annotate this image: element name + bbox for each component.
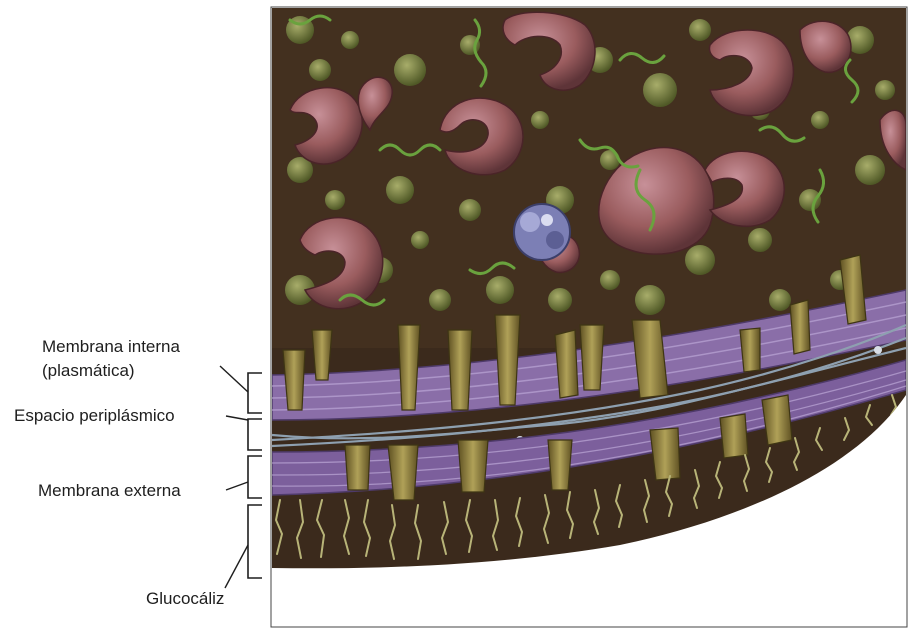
label-leader-lines	[220, 366, 248, 588]
cytoplasmic-ribosome	[514, 204, 570, 260]
outer-membrane-bracket	[248, 456, 262, 498]
periplasmic-space-label: Espacio periplásmico	[14, 405, 175, 426]
periplasmic-space-leader	[226, 416, 248, 420]
glycocalyx-leader	[225, 545, 248, 588]
outer-membrane-leader	[226, 482, 248, 490]
glycocalyx-label: Glucocáliz	[146, 588, 224, 609]
inner-membrane-sublabel: (plasmática)	[42, 360, 135, 381]
inner-membrane-leader	[220, 366, 248, 392]
outer-membrane-label: Membrana externa	[38, 480, 181, 501]
inner-membrane-bracket	[248, 373, 262, 413]
inner-membrane-label: Membrana interna	[42, 336, 180, 357]
periplasmic-space-bracket	[248, 419, 262, 450]
glycocalyx-bracket	[248, 505, 262, 578]
layer-brackets	[248, 373, 262, 578]
